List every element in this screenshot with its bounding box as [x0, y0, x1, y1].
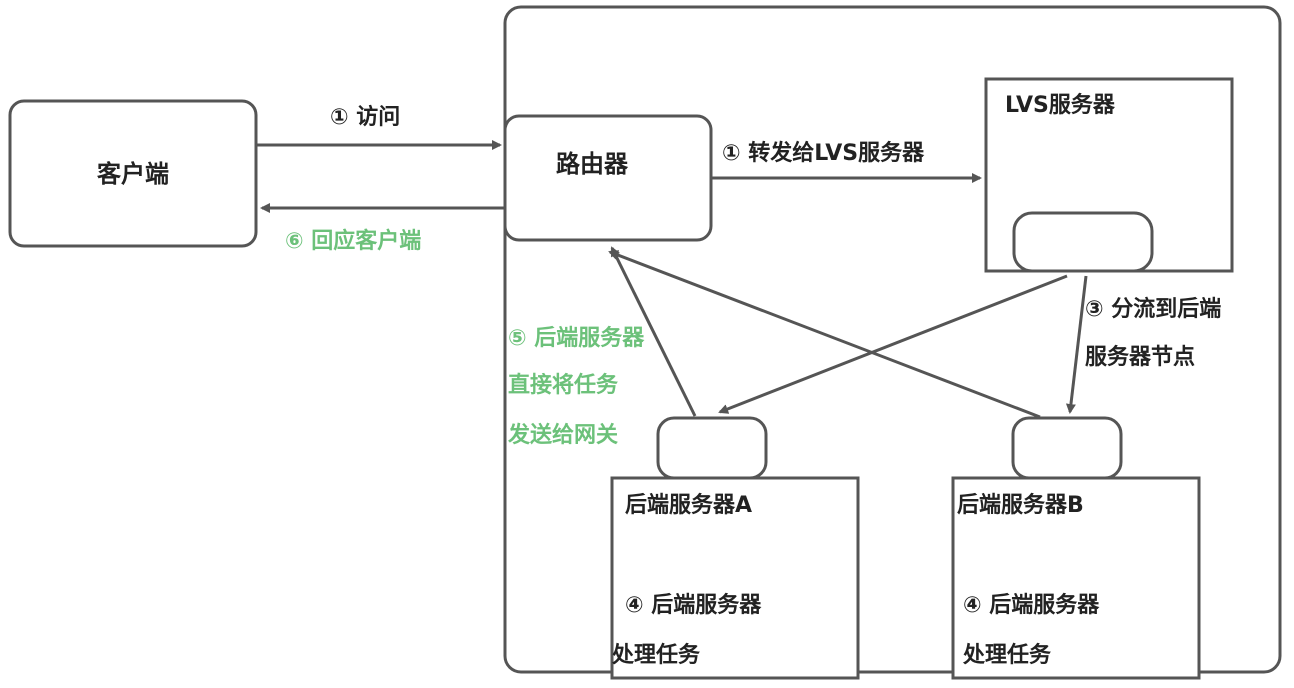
client-label: 客户端 — [97, 160, 169, 188]
label-step1-access: ① 访问 — [330, 104, 400, 130]
arrow-lvs-to-backend-b — [1065, 275, 1088, 414]
backend-server-a-label: 后端服务器A — [625, 493, 752, 518]
router-box — [503, 114, 713, 242]
lvs-interface-port — [1012, 211, 1154, 273]
backend-server-b-box — [951, 476, 1201, 680]
backend-server-a-box — [610, 476, 860, 680]
backend-server-b-label: 后端服务器B — [957, 493, 1084, 518]
arrow-backend-b-to-router — [608, 250, 1041, 419]
label-step5-line2: 直接将任务 — [508, 372, 619, 398]
label-step5-line3: 发送给网关 — [507, 422, 618, 448]
label-step5-line1: ⑤ 后端服务器 — [508, 326, 645, 351]
client-box — [8, 99, 258, 248]
label-step1-forward: ① 转发给LVS服务器 — [722, 140, 925, 166]
lvs-server-label: LVS服务器 — [1005, 93, 1116, 118]
arrow-lvs-to-backend-a — [718, 274, 1068, 414]
backend-b-task-line2: 处理任务 — [962, 642, 1052, 668]
backend-b-interface-port — [1011, 416, 1123, 480]
router-label: 路由器 — [556, 150, 629, 178]
label-step3-line1: ③ 分流到后端 — [1085, 296, 1221, 322]
backend-a-task-line2: 处理任务 — [611, 642, 701, 668]
label-step3-line2: 服务器节点 — [1085, 344, 1195, 370]
arrow-backend-a-to-router — [610, 246, 697, 417]
label-step6-reply: ⑥ 回应客户端 — [285, 228, 421, 254]
backend-b-task-line1: ④ 后端服务器 — [963, 593, 1100, 618]
backend-a-interface-port — [656, 416, 768, 480]
backend-a-task-line1: ④ 后端服务器 — [625, 593, 762, 618]
